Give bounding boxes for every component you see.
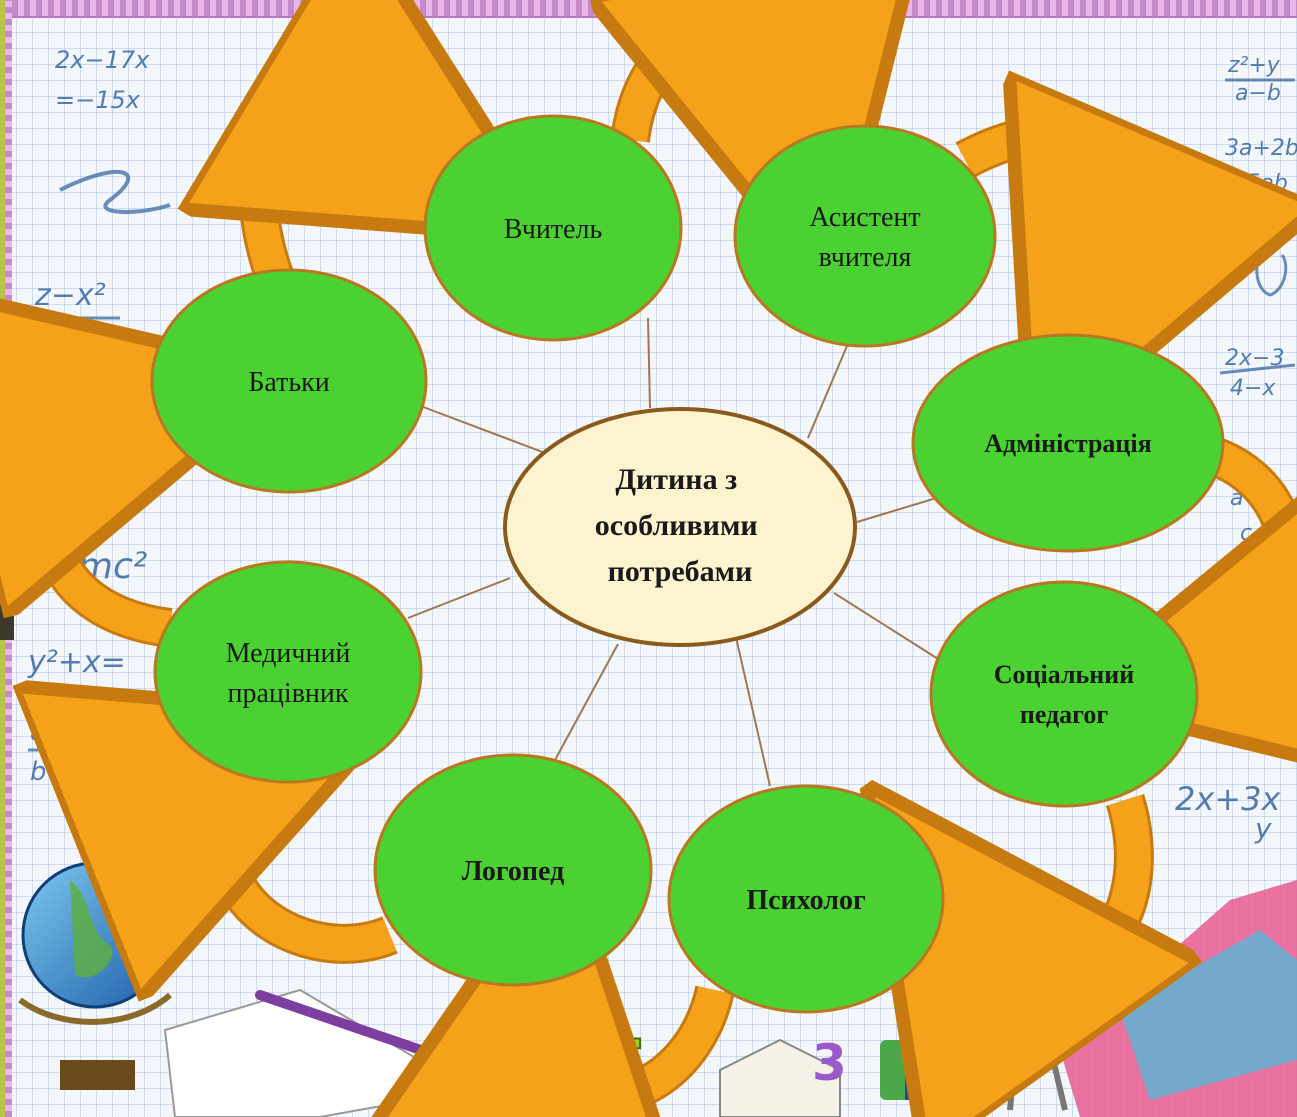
formula-text: 3a+2b — [1225, 136, 1297, 161]
cycle-arrow — [1195, 438, 1297, 668]
node-label-line: вчителя — [819, 242, 912, 273]
node-administration: Адміністрація — [911, 333, 1225, 553]
cycle-arrow — [957, 133, 1126, 325]
node-circle — [929, 580, 1199, 808]
formula-text: 4−x — [1230, 376, 1276, 401]
center-label-line: потребами — [608, 555, 753, 588]
cycle-arrow — [52, 405, 170, 645]
node-label: Вчитель — [504, 214, 602, 245]
node-medical-worker: Медичний працівник — [153, 560, 423, 784]
node-circle — [153, 560, 423, 784]
node-teacher: Вчитель — [423, 114, 683, 342]
connector-line — [417, 404, 554, 457]
node-label-line: педагог — [1020, 700, 1108, 729]
cycle-arrow — [543, 985, 732, 1094]
node-circle — [911, 333, 1225, 553]
connector-line — [833, 592, 947, 665]
connector-line — [407, 577, 511, 619]
node-parents: Батьки — [150, 268, 428, 494]
formula-text: z²+y — [1227, 53, 1281, 78]
node-label: Асистент вчителя — [809, 202, 920, 273]
node-circle — [150, 268, 428, 494]
node-label: Батьки — [248, 367, 329, 398]
node-label-line: Вчитель — [504, 214, 602, 245]
role-nodes: Вчитель Асистент вчителяАдміністраціяСоціа… — [150, 114, 1225, 1014]
cycle-arrow — [225, 768, 390, 944]
node-label-line: Адміністрація — [984, 429, 1151, 458]
protractor-icon — [905, 1000, 1005, 1100]
open-book-icon — [719, 1038, 841, 1117]
cycle-arrow — [258, 97, 440, 284]
node-social-pedagogue: Соціальний педагог — [929, 580, 1199, 808]
node-circle — [733, 124, 997, 348]
center-ellipse — [503, 407, 857, 647]
number-three-icon: 3 — [812, 1034, 847, 1092]
node-psychologist: Психолог — [667, 784, 945, 1014]
node-label-line: Медичний — [226, 638, 351, 669]
node-label: Психолог — [746, 885, 865, 916]
node-assistant: Асистент вчителя — [733, 124, 997, 348]
node-label-line: Асистент — [809, 202, 920, 233]
formula-text: y — [59, 331, 79, 366]
globe-base-shape — [60, 1060, 135, 1090]
node-label: Медичний працівник — [226, 638, 351, 709]
node-label-line: Психолог — [746, 885, 865, 916]
center-label-line: Дитина з — [615, 463, 737, 496]
formula-text: 2x−17x — [55, 46, 150, 74]
node-circle — [423, 114, 683, 342]
node-label: Соціальний педагог — [994, 660, 1135, 729]
formula-text: a−b — [1235, 81, 1281, 106]
connector-line — [647, 317, 651, 409]
node-label-line: Батьки — [248, 367, 329, 398]
node-label: Логопед — [462, 856, 565, 887]
squiggle-shape — [1233, 669, 1296, 692]
formula-text: =−15x — [55, 86, 141, 114]
squiggle-shape — [1255, 234, 1288, 297]
formula-text: b−2 — [30, 757, 85, 787]
globe-stand-shape — [18, 992, 172, 1025]
center-node: Дитина з особливими потребами — [503, 407, 857, 647]
node-label: Адміністрація — [984, 429, 1151, 458]
center-label-line: особливими — [595, 509, 758, 542]
formula-text: z−x² — [34, 278, 106, 313]
connector-line — [731, 619, 771, 787]
node-label-line: Логопед — [462, 856, 565, 887]
formula-text: =5ab — [1228, 171, 1288, 196]
node-circle — [667, 784, 945, 1014]
node-circle — [373, 753, 653, 987]
connector-line — [554, 643, 619, 761]
formula-text: 3 — [148, 757, 165, 787]
node-label-line: Соціальний — [994, 660, 1135, 689]
cycle-arrow — [945, 800, 1134, 965]
node-speech-therapist: Логопед — [373, 753, 653, 987]
node-label-line: працівник — [228, 678, 349, 709]
cycle-arrow — [630, 35, 800, 160]
formula-text: a+1 — [30, 717, 84, 747]
center-label: Дитина з особливими потребами — [595, 463, 765, 588]
cycle-arrows — [52, 35, 1297, 1095]
squiggle-shape — [59, 169, 171, 214]
formula-text: y²+x= — [27, 645, 126, 680]
formula-text: c — [1240, 521, 1252, 546]
formula-text: y — [1254, 812, 1272, 845]
